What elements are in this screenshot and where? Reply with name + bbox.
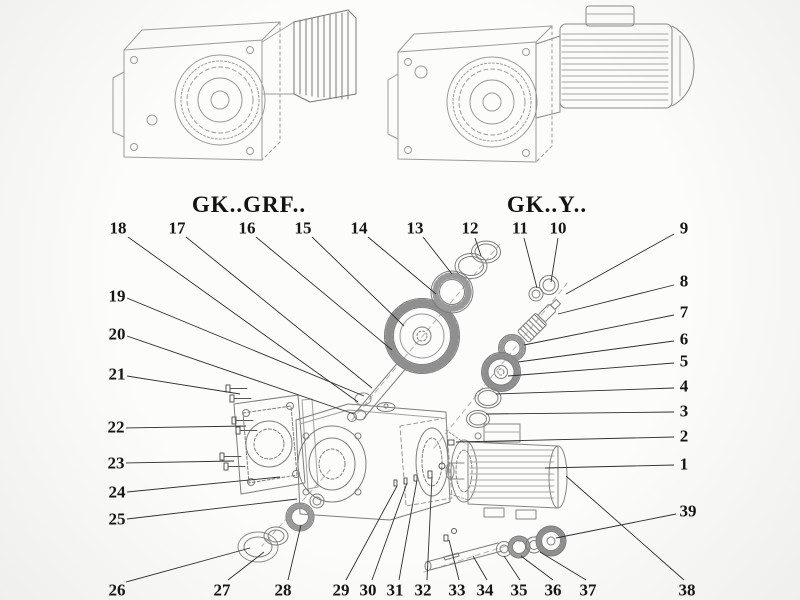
leader-line-22 xyxy=(125,425,247,429)
callout-15: 15 xyxy=(294,218,312,238)
leader-line-11 xyxy=(523,237,538,289)
leader-line-10 xyxy=(550,237,559,283)
callout-34: 34 xyxy=(476,580,494,600)
callout-5: 5 xyxy=(679,351,689,371)
variant-title-gk-y: GK..Y.. xyxy=(506,192,588,217)
callout-31: 31 xyxy=(386,580,404,600)
callout-37: 37 xyxy=(579,580,597,600)
leader-line-8 xyxy=(557,284,675,315)
leader-line-27 xyxy=(227,551,265,581)
leader-line-31 xyxy=(398,479,418,581)
motor-assembled xyxy=(535,5,695,119)
leader-line-15 xyxy=(311,236,405,327)
leader-line-37 xyxy=(539,551,587,581)
callout-1: 1 xyxy=(679,454,689,474)
leader-line-6 xyxy=(517,340,675,363)
leader-line-17 xyxy=(185,236,373,389)
leader-line-30 xyxy=(371,482,408,581)
callout-18: 18 xyxy=(109,218,127,238)
callout-36: 36 xyxy=(544,580,562,600)
leader-line-26 xyxy=(125,547,251,583)
output-bearing xyxy=(430,270,474,314)
callout-12: 12 xyxy=(461,218,479,238)
leader-line-24 xyxy=(126,476,281,493)
callout-6: 6 xyxy=(679,329,689,349)
leader-line-13 xyxy=(422,236,453,275)
leader-line-7 xyxy=(523,314,675,346)
callout-10: 10 xyxy=(549,218,567,238)
callout-38: 38 xyxy=(678,580,696,600)
leader-line-18 xyxy=(127,236,359,403)
variant-title-gk-grf: GK..GRF.. xyxy=(191,192,307,217)
callout-2: 2 xyxy=(679,426,689,446)
leader-line-32 xyxy=(426,476,433,581)
drawing-gearbox-grf xyxy=(112,9,357,161)
callout-23: 23 xyxy=(107,453,125,473)
leader-line-23 xyxy=(125,460,235,464)
flange-bolts xyxy=(219,384,258,471)
input-pinion xyxy=(517,275,562,343)
callout-16: 16 xyxy=(238,218,256,238)
callout-22: 22 xyxy=(107,417,125,437)
housing-screws xyxy=(393,439,455,487)
leader-line-3 xyxy=(485,411,675,415)
leader-line-25 xyxy=(126,498,298,520)
motor-exploded xyxy=(445,423,568,520)
output-gear xyxy=(384,298,460,374)
intermediate-gear-set xyxy=(466,334,526,428)
leader-line-16 xyxy=(255,236,393,351)
ribbed-cover xyxy=(293,9,357,103)
callout-20: 20 xyxy=(108,324,126,344)
mounting-flange xyxy=(233,394,319,495)
leader-line-21 xyxy=(126,375,241,395)
leader-line-9 xyxy=(565,233,675,295)
callout-3: 3 xyxy=(679,401,689,421)
output-shaft xyxy=(347,359,409,422)
leader-line-19 xyxy=(126,297,365,397)
leader-line-5 xyxy=(507,362,675,377)
callout-26: 26 xyxy=(108,580,126,600)
leader-line-36 xyxy=(520,555,554,581)
shims-and-bearing xyxy=(237,493,325,563)
callout-13: 13 xyxy=(406,218,424,238)
leader-line-33 xyxy=(448,539,460,581)
leader-line-35 xyxy=(503,555,521,581)
callout-24: 24 xyxy=(108,482,126,502)
callout-29: 29 xyxy=(332,580,350,600)
callout-33: 33 xyxy=(448,580,466,600)
leader-line-38 xyxy=(565,475,685,581)
leader-line-28 xyxy=(287,524,302,581)
callout-35: 35 xyxy=(510,580,528,600)
leader-line-14 xyxy=(367,236,437,295)
callout-7: 7 xyxy=(679,302,689,322)
leader-line-1 xyxy=(544,464,675,469)
drawing-gearbox-y xyxy=(387,5,695,163)
leader-line-39 xyxy=(555,513,677,539)
callout-14: 14 xyxy=(350,218,368,238)
leader-line-29 xyxy=(345,485,398,581)
callout-9: 9 xyxy=(679,218,689,238)
callout-27: 27 xyxy=(213,580,231,600)
callout-4: 4 xyxy=(679,376,689,396)
callout-25: 25 xyxy=(108,509,126,529)
axis-lines xyxy=(261,243,569,573)
callout-32: 32 xyxy=(414,580,432,600)
leader-line-2 xyxy=(455,436,675,443)
callout-28: 28 xyxy=(274,580,292,600)
callout-19: 19 xyxy=(108,286,126,306)
retaining-rings xyxy=(454,240,501,279)
callout-11: 11 xyxy=(511,218,529,238)
callout-8: 8 xyxy=(679,271,689,291)
callout-30: 30 xyxy=(359,580,377,600)
callout-17: 17 xyxy=(168,218,186,238)
leader-line-34 xyxy=(472,555,488,581)
callout-21: 21 xyxy=(108,364,126,384)
leader-line-4 xyxy=(495,387,675,395)
leader-line-12 xyxy=(474,237,482,257)
leader-line-20 xyxy=(126,335,355,415)
callout-39: 39 xyxy=(679,501,697,521)
